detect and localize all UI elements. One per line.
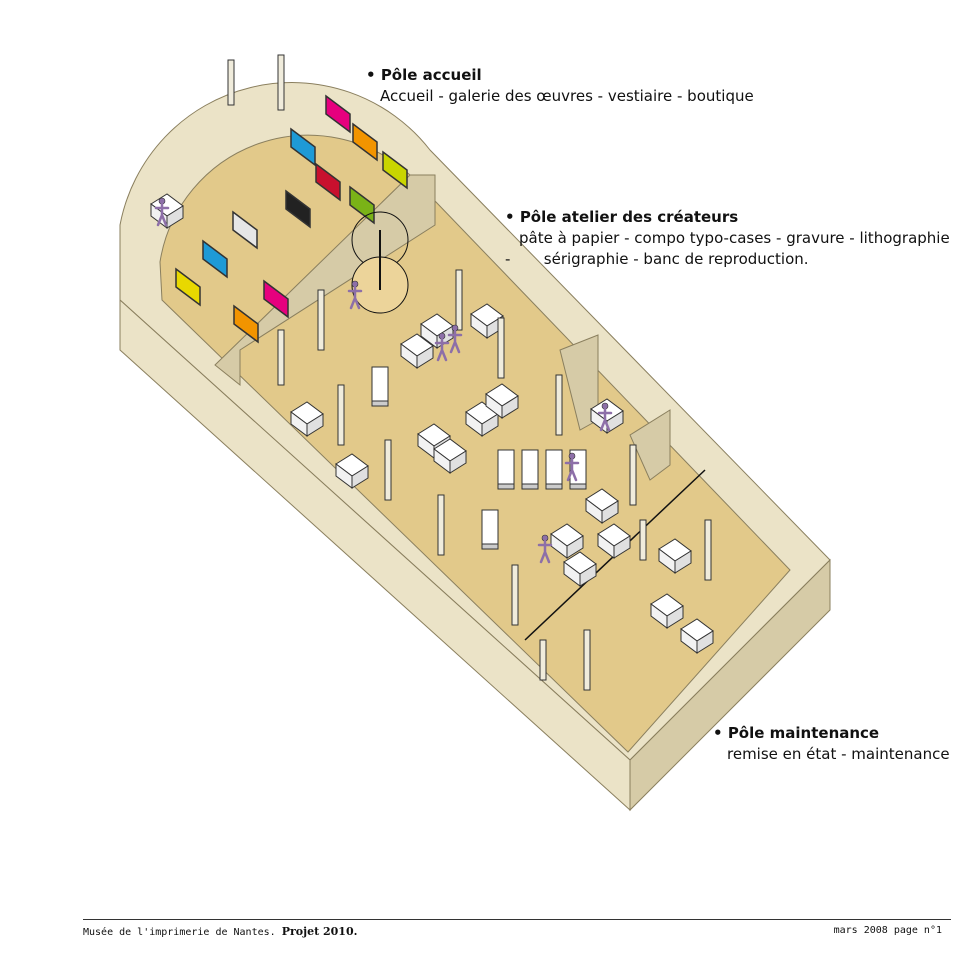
bench-side xyxy=(674,550,692,574)
zone-label-atelier: Pôle atelier des créateurs pâte à papier… xyxy=(505,207,950,270)
column xyxy=(629,444,637,506)
zone-title: Pôle maintenance xyxy=(713,723,950,744)
visitors xyxy=(154,197,613,564)
bench-side xyxy=(501,395,519,419)
artwork-panel xyxy=(263,279,289,319)
artwork-panel xyxy=(285,189,311,229)
bench-side xyxy=(613,535,631,559)
column xyxy=(277,329,285,386)
artwork-panel xyxy=(349,185,375,225)
column xyxy=(227,59,235,106)
partition-accueil xyxy=(214,174,436,387)
footer-project: Projet 2010. xyxy=(281,925,358,938)
bench-side xyxy=(696,630,714,654)
column xyxy=(317,289,325,351)
bench-side xyxy=(166,205,184,229)
column xyxy=(583,629,591,691)
bench-side xyxy=(606,410,624,434)
column xyxy=(555,374,563,436)
display-case-base xyxy=(545,483,563,490)
column xyxy=(704,519,712,581)
artwork-panel xyxy=(233,304,259,344)
display-case-base xyxy=(569,483,587,490)
person-body xyxy=(597,407,613,432)
display-case xyxy=(545,449,563,485)
column xyxy=(384,439,392,501)
artwork-panel xyxy=(175,267,201,307)
display-case-base xyxy=(521,483,539,490)
bench-side xyxy=(306,413,324,437)
zone-description: - sérigraphie - banc de reproduction. xyxy=(505,250,809,268)
zone-description: remise en état - maintenance xyxy=(727,745,950,763)
bench-side xyxy=(666,605,684,629)
person-body xyxy=(564,457,580,482)
zone-title: Pôle atelier des créateurs xyxy=(505,207,950,228)
bench-side xyxy=(449,450,467,474)
person-body xyxy=(447,329,463,354)
column xyxy=(539,639,547,681)
person-body xyxy=(434,337,450,362)
artwork-panel xyxy=(382,150,408,190)
person-body xyxy=(537,539,553,564)
display-case xyxy=(497,449,515,485)
zone-label-maintenance: Pôle maintenance remise en état - mainte… xyxy=(713,723,950,765)
display-case-base xyxy=(371,400,389,407)
bench-side xyxy=(601,500,619,524)
column xyxy=(511,564,519,626)
artworks xyxy=(175,94,408,344)
bench-side xyxy=(579,563,597,587)
artwork-panel xyxy=(325,94,351,134)
zone-description: pâte à papier - compo typo-cases - gravu… xyxy=(519,229,950,247)
partition-maintenance xyxy=(629,409,671,481)
bench-side xyxy=(416,345,434,369)
artwork-panel xyxy=(352,122,378,162)
display-case xyxy=(521,449,539,485)
column xyxy=(337,384,345,446)
column xyxy=(497,317,505,379)
column xyxy=(639,519,647,561)
column xyxy=(455,269,463,331)
display-case-base xyxy=(481,543,499,550)
zone-description: Accueil - galerie des œuvres - vestiaire… xyxy=(380,87,754,105)
artwork-panel xyxy=(315,162,341,202)
bench-side xyxy=(481,413,499,437)
columns xyxy=(227,54,712,691)
person-body xyxy=(347,285,363,310)
footer-date-page: mars 2008 page n°1 xyxy=(833,925,942,936)
artwork-panel xyxy=(202,239,228,279)
display-case xyxy=(481,509,499,545)
bench-side xyxy=(566,535,584,559)
spiral-staircase xyxy=(351,211,409,314)
zone-label-accueil: Pôle accueil Accueil - galerie des œuvre… xyxy=(366,65,754,107)
zone-title: Pôle accueil xyxy=(366,65,754,86)
footer-credit: Musée de l'imprimerie de Nantes. Projet … xyxy=(83,925,358,938)
bench-side xyxy=(351,465,369,489)
artwork-panel xyxy=(232,210,258,250)
workbenches xyxy=(150,193,714,654)
footer-divider xyxy=(83,919,951,920)
person-body xyxy=(154,202,170,227)
display-case-base xyxy=(497,483,515,490)
column xyxy=(437,494,445,556)
artwork-panel xyxy=(290,127,316,167)
column xyxy=(277,54,285,111)
outer-wall-right xyxy=(629,558,831,812)
display-case xyxy=(371,366,389,402)
